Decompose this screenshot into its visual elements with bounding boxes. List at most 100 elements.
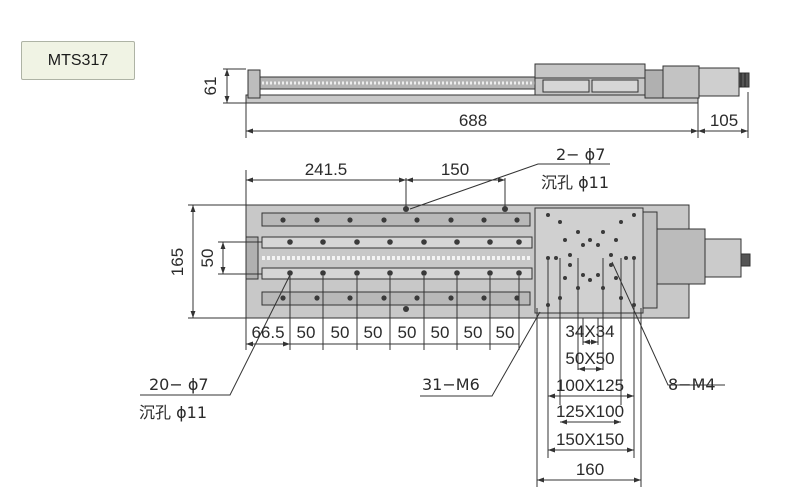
rail-hole — [347, 295, 353, 301]
label-2-holes-count: 2− ϕ7 — [556, 145, 605, 164]
carriage-hole — [558, 220, 562, 224]
carriage-hole — [563, 238, 567, 242]
carriage-hole — [558, 296, 562, 300]
rail-hole — [280, 217, 286, 223]
label-20-holes-cb: 沉孔 ϕ11 — [139, 403, 207, 422]
carriage-hole — [554, 256, 558, 260]
rail-hole — [414, 295, 420, 301]
svg-text:100X125: 100X125 — [556, 376, 624, 395]
carriage-hole — [581, 273, 585, 277]
slot-hole — [387, 239, 393, 245]
rail-hole — [280, 295, 286, 301]
rail-hole — [381, 295, 387, 301]
rail-hole — [347, 217, 353, 223]
slot-hole — [287, 270, 293, 276]
dim-165-text: 165 — [168, 248, 187, 276]
counterbore-hole — [403, 306, 409, 312]
carriage-hole — [609, 253, 613, 257]
svg-text:150X150: 150X150 — [556, 430, 624, 449]
slot-hole — [421, 270, 427, 276]
rail-hole — [481, 217, 487, 223]
carriage-hole — [576, 286, 580, 290]
carriage-hole — [568, 253, 572, 257]
carriage-hole — [624, 256, 628, 260]
bottom-dim-labels: 66.5 50 50 50 50 50 50 50 — [251, 323, 514, 342]
carriage-hole — [568, 263, 572, 267]
top-end-block — [245, 236, 259, 280]
rail-hole — [414, 217, 420, 223]
carriage-hole — [588, 238, 592, 242]
leader-8 — [611, 261, 725, 386]
side-motor-mount — [644, 69, 664, 99]
label-20-holes-count: 20− ϕ7 — [149, 375, 209, 394]
slot-hole — [487, 239, 493, 245]
leader-20-holes — [140, 274, 291, 396]
carriage-hole — [614, 238, 618, 242]
slot-hole — [354, 239, 360, 245]
dim-160-text: 160 — [576, 460, 604, 479]
carriage-hole — [546, 303, 550, 307]
carriage-hole — [596, 273, 600, 277]
carriage-hole — [614, 276, 618, 280]
rail-hole — [448, 295, 454, 301]
slot-hole — [516, 239, 522, 245]
slot-hole — [387, 270, 393, 276]
leader-2-holes — [409, 163, 610, 210]
carriage-hole — [609, 263, 613, 267]
svg-text:34X34: 34X34 — [565, 322, 614, 341]
svg-text:50: 50 — [297, 323, 316, 342]
side-end-block — [247, 69, 261, 99]
svg-text:50: 50 — [464, 323, 483, 342]
label-2-holes-cb: 沉孔 ϕ11 — [541, 173, 609, 192]
slot-hole — [421, 239, 427, 245]
slot-hole — [454, 239, 460, 245]
carriage-hole — [596, 243, 600, 247]
svg-text:50X50: 50X50 — [565, 349, 614, 368]
svg-text:50: 50 — [496, 323, 515, 342]
svg-text:66.5: 66.5 — [251, 323, 284, 342]
top-view — [140, 163, 751, 487]
dim-688-text: 688 — [459, 111, 487, 130]
svg-text:50: 50 — [331, 323, 350, 342]
carriage-hole — [632, 303, 636, 307]
rail-hole — [314, 217, 320, 223]
top-rail-lower — [261, 291, 531, 306]
carriage-hole — [619, 296, 623, 300]
rail-hole — [314, 295, 320, 301]
slot-hole — [287, 239, 293, 245]
svg-text:125X100: 125X100 — [556, 402, 624, 421]
model-badge: MTS317 — [21, 41, 135, 80]
carriage-hole — [563, 276, 567, 280]
carriage-hole — [546, 213, 550, 217]
dim-241-text: 241.5 — [305, 160, 348, 179]
label-8-m4: 8−M4 — [668, 375, 716, 394]
label-31-m6: 31−M6 — [422, 375, 480, 394]
slot-hole — [487, 270, 493, 276]
counterbore-hole — [403, 206, 409, 212]
carriage-pattern-labels: 34X34 50X50 100X125 125X100 150X150 160 — [556, 322, 624, 479]
slot-hole — [320, 239, 326, 245]
dim-150-text: 150 — [441, 160, 469, 179]
svg-text:50: 50 — [398, 323, 417, 342]
carriage-hole — [632, 256, 636, 260]
side-coupling — [698, 67, 740, 97]
top-knob — [740, 253, 751, 267]
svg-text:50: 50 — [431, 323, 450, 342]
carriage-hole — [588, 278, 592, 282]
dim-61-text: 61 — [201, 77, 220, 96]
rail-hole — [481, 295, 487, 301]
side-knob — [738, 72, 750, 88]
carriage-hole — [576, 230, 580, 234]
slot-hole — [454, 270, 460, 276]
carriage-hole — [546, 256, 550, 260]
slot-hole — [516, 270, 522, 276]
counterbore-hole — [502, 206, 508, 212]
carriage-hole — [581, 243, 585, 247]
carriage-hole — [601, 286, 605, 290]
rail-hole — [514, 217, 520, 223]
dim-50-text: 50 — [198, 249, 217, 268]
rail-hole — [448, 217, 454, 223]
side-motor — [662, 65, 700, 99]
slot-hole — [320, 270, 326, 276]
